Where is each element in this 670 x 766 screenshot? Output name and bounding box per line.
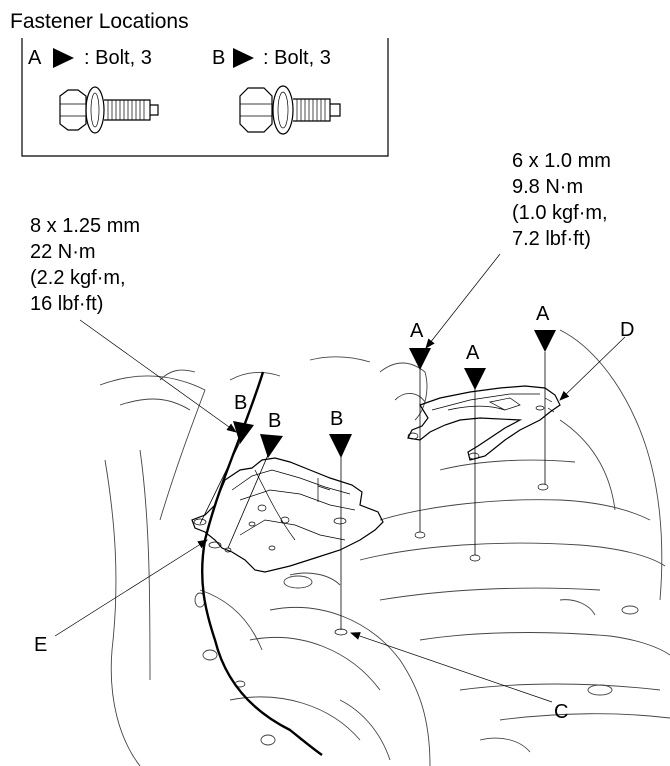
legend-frame — [21, 38, 389, 157]
fastener-a-arrow-2 — [464, 368, 486, 390]
bolt-a-illustration — [59, 86, 159, 134]
callout-d: D — [620, 319, 634, 341]
wire-harness — [200, 371, 323, 756]
fastener-label-a-1: A — [410, 320, 424, 342]
torque-6mm-line-2: 9.8 N·m — [512, 176, 583, 198]
fastener-a-arrow-3 — [534, 330, 556, 352]
torque-6mm-line-3: (1.0 kgf·m, — [512, 202, 608, 224]
torque-6mm-line-1: 6 x 1.0 mm — [512, 150, 611, 172]
torque-8mm-line-1: 8 x 1.25 mm — [30, 215, 140, 237]
leader-d — [559, 336, 626, 401]
bracket-e — [191, 457, 384, 573]
fastener-label-a-2: A — [466, 342, 480, 364]
fastener-label-a-3: A — [536, 303, 550, 325]
legend-letter-a: A — [28, 47, 42, 69]
leader-e — [54, 539, 208, 637]
fastener-arrows — [233, 330, 556, 458]
fastener-b-arrow-1 — [329, 434, 352, 458]
legend-letter-b: B — [212, 47, 225, 69]
legend-arrow-b — [233, 48, 254, 68]
fastener-label-b-2: B — [268, 410, 281, 432]
torque-8mm-line-4: 16 lbf·ft) — [30, 293, 103, 315]
leader-6mm-torque — [425, 253, 501, 349]
fastener-label-b-1: B — [330, 408, 343, 430]
torque-spec-6mm: 6 x 1.0 mm 9.8 N·m (1.0 kgf·m, 7.2 lbf·f… — [512, 150, 611, 250]
floor-bolt-holes — [234, 483, 549, 688]
bolt-axis-lines — [199, 352, 546, 630]
callout-e: E — [34, 634, 47, 656]
fastener-legend: Fastener Locations A : Bolt, 3 B : Bolt,… — [10, 10, 389, 157]
torque-8mm-line-2: 22 N·m — [30, 241, 96, 263]
torque-6mm-line-4: 7.2 lbf·ft) — [512, 228, 591, 250]
callout-letters: C D E — [34, 319, 634, 723]
leader-lines — [54, 253, 626, 703]
fastener-a-arrow-1 — [409, 348, 431, 370]
callout-c: C — [554, 701, 568, 723]
torque-spec-8mm: 8 x 1.25 mm 22 N·m (2.2 kgf·m, 16 lbf·ft… — [30, 215, 140, 315]
fastener-b-arrow-2 — [260, 434, 283, 458]
fastener-label-b-3: B — [234, 392, 247, 414]
leader-8mm-torque — [79, 319, 237, 433]
legend-desc-a: : Bolt, 3 — [84, 47, 152, 69]
legend-arrow-a — [53, 48, 74, 68]
fastener-letters: A A A B B B — [234, 303, 550, 432]
vehicle-body-structure — [99, 329, 670, 766]
bracket-d — [407, 385, 561, 461]
leader-c — [350, 632, 553, 703]
legend-desc-b: : Bolt, 3 — [263, 47, 331, 69]
legend-title: Fastener Locations — [10, 10, 189, 33]
torque-8mm-line-3: (2.2 kgf·m, — [30, 267, 126, 289]
fastener-b-arrow-3 — [233, 421, 254, 444]
bolt-b-illustration — [239, 85, 341, 135]
